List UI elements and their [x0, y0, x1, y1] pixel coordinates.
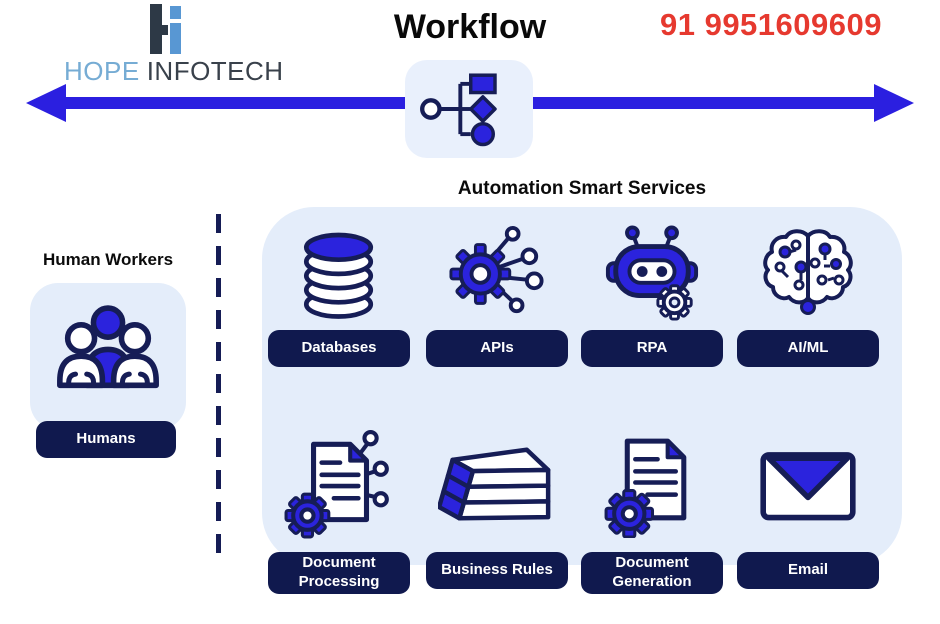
- hope-infotech-logo-icon: [150, 4, 181, 54]
- service-label: Document Processing: [268, 552, 410, 594]
- service-email: Email: [733, 423, 883, 589]
- human-workers-card: [30, 283, 186, 430]
- service-aiml: AI/ML: [733, 221, 883, 367]
- service-label: APIs: [426, 330, 568, 367]
- service-databases: Databases: [264, 221, 414, 367]
- brain-circuit-icon: [763, 229, 853, 315]
- brand-name-primary: HOPE: [64, 56, 140, 86]
- service-apis: APIs: [422, 221, 572, 367]
- service-document-processing: Document Processing: [264, 423, 414, 594]
- dashed-divider: [216, 214, 221, 566]
- service-label: Business Rules: [426, 552, 568, 589]
- service-label: Email: [737, 552, 879, 589]
- document-processing-icon: [284, 430, 389, 539]
- envelope-icon: [760, 452, 856, 521]
- service-label: Document Generation: [581, 552, 723, 594]
- humans-label: Humans: [36, 421, 176, 458]
- flowchart-icon: [420, 73, 497, 147]
- api-gear-icon: [449, 225, 544, 314]
- service-label: AI/ML: [737, 330, 879, 367]
- services-panel: Databases: [262, 207, 902, 594]
- robot-icon: [605, 225, 699, 321]
- service-business-rules: Business Rules: [422, 423, 572, 589]
- service-label: RPA: [581, 330, 723, 367]
- page-title: Workflow: [393, 8, 547, 46]
- human-section-title: Human Workers: [42, 250, 174, 269]
- database-icon: [303, 232, 374, 319]
- workflow-chip: [405, 60, 533, 158]
- phone-number: 91 9951609609: [659, 7, 882, 42]
- service-document-generation: Document Generation: [577, 423, 727, 594]
- service-label: Databases: [268, 330, 410, 367]
- books-icon: [438, 447, 551, 521]
- people-icon: [57, 305, 159, 389]
- brand-name-secondary: INFOTECH: [146, 56, 284, 86]
- services-section-title: Automation Smart Services: [457, 178, 707, 199]
- document-generation-icon: [604, 438, 687, 538]
- service-rpa: RPA: [577, 221, 727, 367]
